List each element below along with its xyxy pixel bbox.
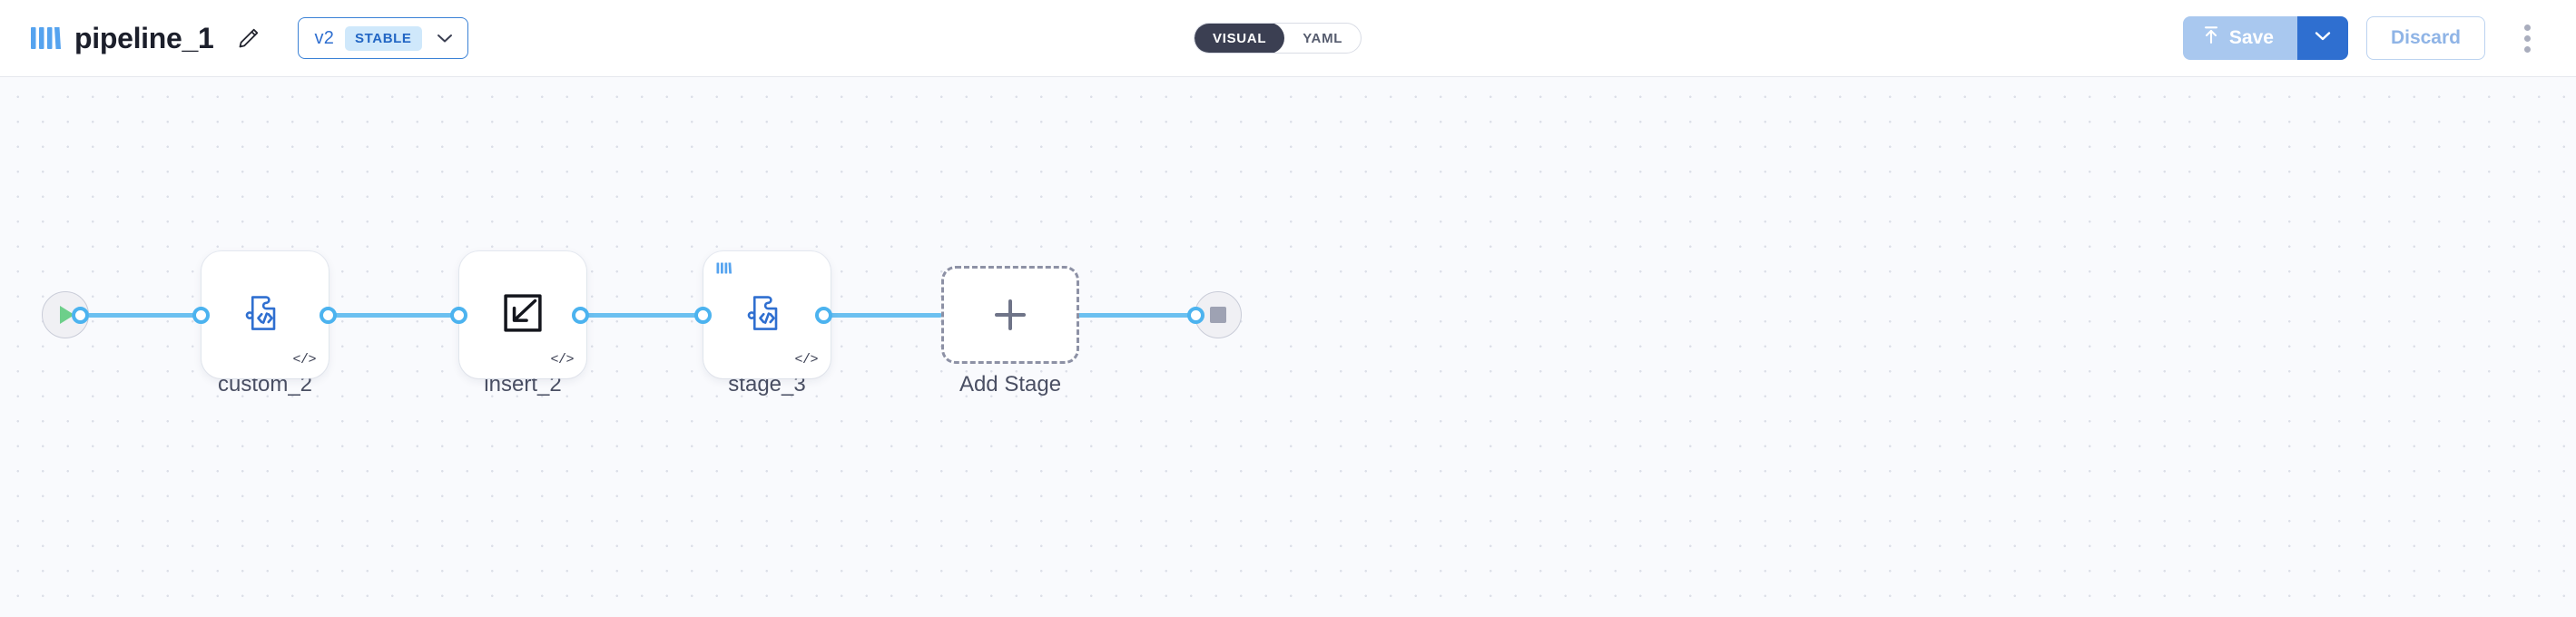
view-mode-toggle[interactable]: VISUAL YAML (1194, 23, 1362, 54)
connector-wire (332, 313, 459, 318)
tab-visual[interactable]: VISUAL (1195, 24, 1285, 53)
kebab-menu-icon[interactable] (2509, 16, 2545, 60)
pencil-icon[interactable] (229, 18, 269, 58)
connector-wire (824, 313, 942, 318)
version-selector[interactable]: v2 STABLE (297, 17, 468, 59)
port-dot[interactable] (320, 307, 337, 324)
puzzle-code-icon (242, 290, 288, 340)
save-button-group: Save (2182, 16, 2348, 60)
bars-logo-icon (27, 20, 64, 56)
code-badge: </> (550, 352, 574, 367)
page-title: pipeline_1 (74, 21, 214, 54)
chevron-down-icon (433, 26, 457, 50)
version-status-badge: STABLE (345, 25, 422, 51)
discard-button[interactable]: Discard (2365, 16, 2485, 60)
tab-yaml[interactable]: YAML (1303, 30, 1343, 46)
upload-arrow-icon (2203, 25, 2219, 51)
app-header: pipeline_1 v2 STABLE VISUAL YAML (0, 0, 2576, 77)
puzzle-code-icon (744, 290, 790, 340)
play-icon (60, 306, 74, 324)
port-dot[interactable] (72, 307, 89, 324)
port-dot[interactable] (572, 307, 589, 324)
stage-node-insert_2[interactable]: </> (459, 251, 586, 378)
save-button[interactable]: Save (2182, 16, 2297, 60)
add-stage-label: Add Stage (959, 372, 1062, 397)
insert-arrow-icon (498, 289, 547, 342)
bars-logo-icon (716, 261, 732, 279)
connector-wire (78, 313, 210, 318)
stage-node-stage_3[interactable]: </> (703, 251, 831, 378)
header-left-group: pipeline_1 v2 STABLE (27, 17, 468, 59)
port-dot[interactable] (694, 307, 712, 324)
stop-icon (1210, 307, 1226, 323)
chevron-down-icon (2314, 30, 2332, 46)
version-label: v2 (314, 27, 335, 48)
save-button-label: Save (2228, 27, 2274, 48)
code-badge: </> (292, 352, 316, 367)
pipeline-canvas[interactable]: </> custom_2 </> insert_2 (0, 77, 2576, 617)
header-actions-group: Save Discard (2182, 16, 2545, 60)
save-dropdown-button[interactable] (2296, 16, 2348, 60)
connector-wire (581, 313, 703, 318)
port-dot[interactable] (450, 307, 467, 324)
port-dot[interactable] (192, 307, 210, 324)
stage-node-custom_2[interactable]: </> (202, 251, 329, 378)
code-badge: </> (794, 352, 818, 367)
port-dot[interactable] (1187, 307, 1204, 324)
port-dot[interactable] (815, 307, 832, 324)
add-stage-button[interactable] (941, 266, 1079, 364)
connector-wire (1076, 313, 1203, 318)
